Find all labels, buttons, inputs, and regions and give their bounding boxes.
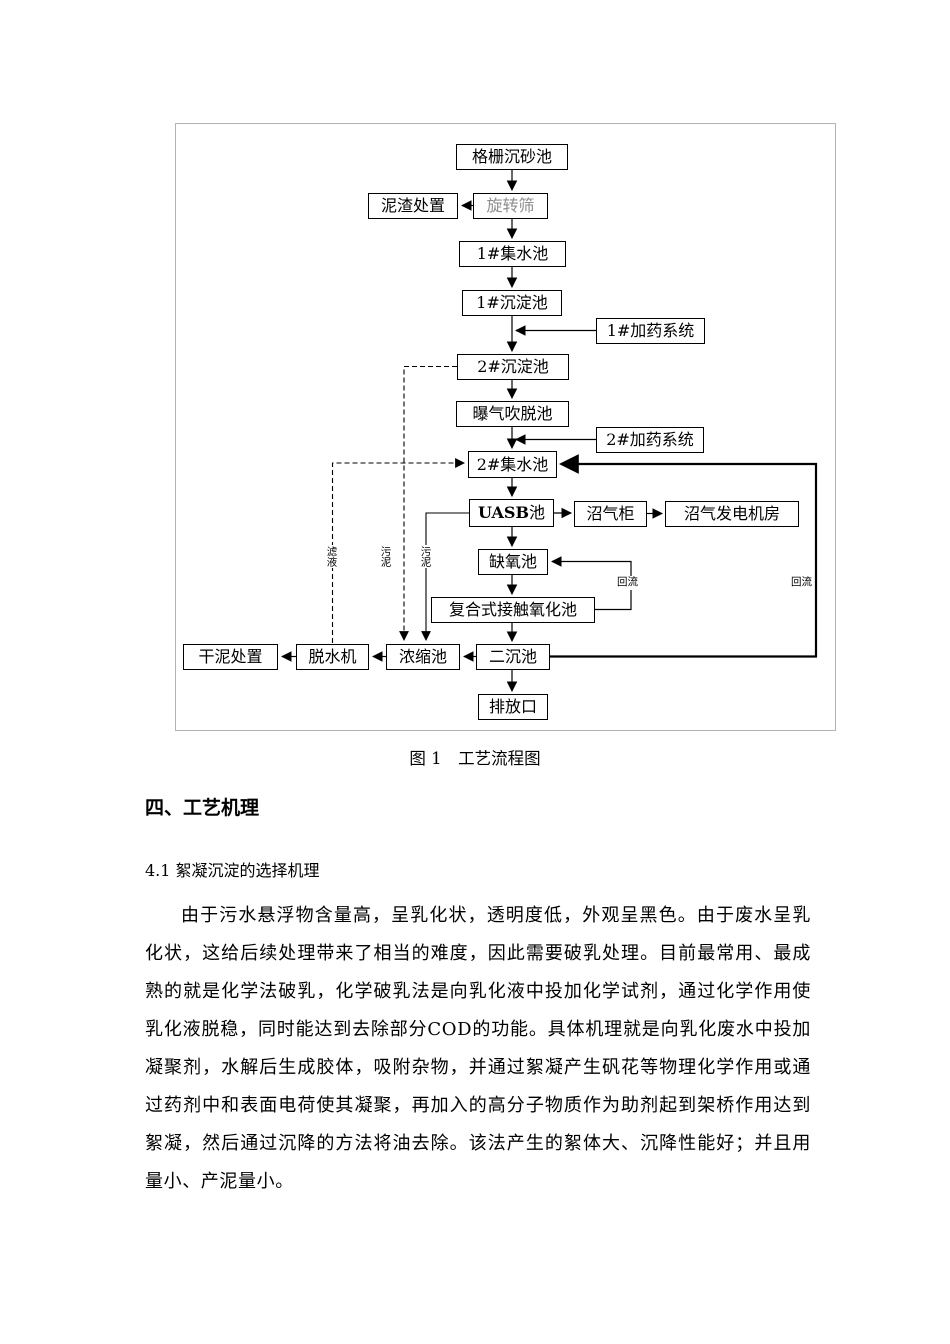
uasb-label-latin: UASB <box>478 503 529 522</box>
body-paragraph: 由于污水悬浮物含量高，呈乳化状，透明度低，外观呈黑色。由于废水呈乳化状，这给后续… <box>145 905 811 1192</box>
node-discharge-outlet: 排放口 <box>478 694 548 720</box>
flow-label-sludge-1: 污泥 <box>379 545 392 568</box>
node-dry-sludge-treatment: 干泥处置 <box>183 644 278 670</box>
figure-caption: 图 1 工艺流程图 <box>409 749 541 768</box>
flow-label-filtrate: 滤液 <box>325 545 338 568</box>
node-sludge-residue-treatment: 泥渣处置 <box>368 193 458 219</box>
uasb-label-cjk: 池 <box>528 503 545 522</box>
node-aeration-stripping-pool: 曝气吹脱池 <box>456 401 569 427</box>
flow-label-reflux-outer: 回流 <box>791 576 812 590</box>
node-secondary-sedimentation-pool: 二沉池 <box>476 644 550 670</box>
node-thickening-pool: 浓缩池 <box>386 644 460 670</box>
section-heading: 四、工艺机理 <box>145 797 260 819</box>
flow-label-sludge-2: 污泥 <box>419 545 432 568</box>
node-dewatering-machine: 脱水机 <box>296 644 369 670</box>
node-anoxic-pool: 缺氧池 <box>478 549 548 575</box>
node-dosing-system-2: 2#加药系统 <box>596 427 704 453</box>
flow-label-reflux-inner: 回流 <box>617 576 638 590</box>
node-grid-grit-chamber: 格栅沉砂池 <box>456 144 568 170</box>
node-rotary-screen: 旋转筛 <box>473 193 548 219</box>
process-flow-diagram: 格栅沉砂池 泥渣处置 旋转筛 1#集水池 1#沉淀池 1#加药系统 2#沉淀池 … <box>175 123 836 731</box>
node-biogas-tank: 沼气柜 <box>574 501 647 527</box>
flow-arrows <box>280 170 818 693</box>
node-sedimentation-pool-2: 2#沉淀池 <box>457 354 569 380</box>
node-biogas-generator-room: 沼气发电机房 <box>665 501 799 527</box>
node-collection-pool-1: 1#集水池 <box>459 241 566 267</box>
node-collection-pool-2: 2#集水池 <box>468 451 557 478</box>
node-sedimentation-pool-1: 1#沉淀池 <box>462 290 562 316</box>
node-dosing-system-1: 1#加药系统 <box>596 318 705 344</box>
node-contact-oxidation-pool: 复合式接触氧化池 <box>431 597 595 623</box>
subsection-heading: 4.1 絮凝沉淀的选择机理 <box>145 861 320 880</box>
